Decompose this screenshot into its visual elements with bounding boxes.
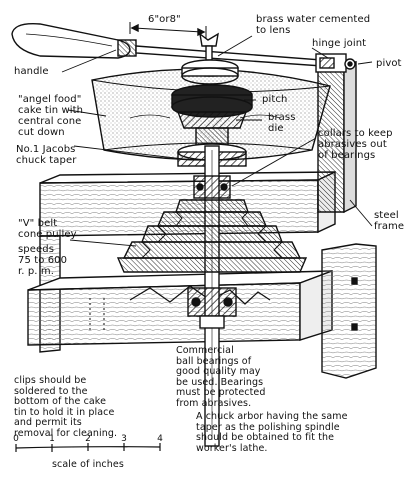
label-steel-frame: steel frame: [374, 210, 405, 232]
handle-arm: [11, 22, 356, 73]
label-pitch: pitch: [262, 94, 288, 105]
scale-tick-label: 1: [49, 434, 55, 444]
label-scale-title: scale of inches: [52, 459, 124, 470]
label-pivot: pivot: [376, 58, 402, 69]
label-brass-water: brass water cemented to lens: [256, 14, 371, 36]
label-collars: collars to keep abrasives out of bearing…: [318, 128, 393, 161]
scale-tick-labels: 0 1 2 3 4: [13, 434, 163, 444]
scale-bar: [15, 443, 161, 452]
label-hinge-joint: hinge joint: [312, 38, 367, 49]
note-bearings: Commercial ball bearings of good quality…: [176, 345, 266, 409]
leader-lines: [61, 35, 373, 247]
scale-tick-label: 3: [121, 434, 127, 444]
label-cake-tin: "angel food" cake tin with central cone …: [18, 94, 84, 138]
label-dimension: 6"or8": [148, 14, 181, 25]
scale-tick-label: 2: [85, 434, 91, 444]
label-speeds: speeds 75 to 600 r. p. m.: [18, 244, 68, 277]
label-chuck-taper: No.1 Jacobs chuck taper: [16, 144, 77, 166]
scale-tick-label: 0: [13, 434, 19, 444]
label-v-belt: "V" belt cone pulley: [18, 218, 77, 240]
label-brass-die: brass die: [268, 112, 296, 134]
note-clips: clips should be soldered to the bottom o…: [14, 375, 118, 439]
polishing-head: [171, 59, 253, 167]
note-chuck-arbor: A chuck arbor having the same taper as t…: [196, 411, 348, 454]
cone-pulley: [116, 199, 308, 273]
label-handle: handle: [14, 66, 49, 77]
scale-tick-label: 4: [157, 434, 163, 444]
